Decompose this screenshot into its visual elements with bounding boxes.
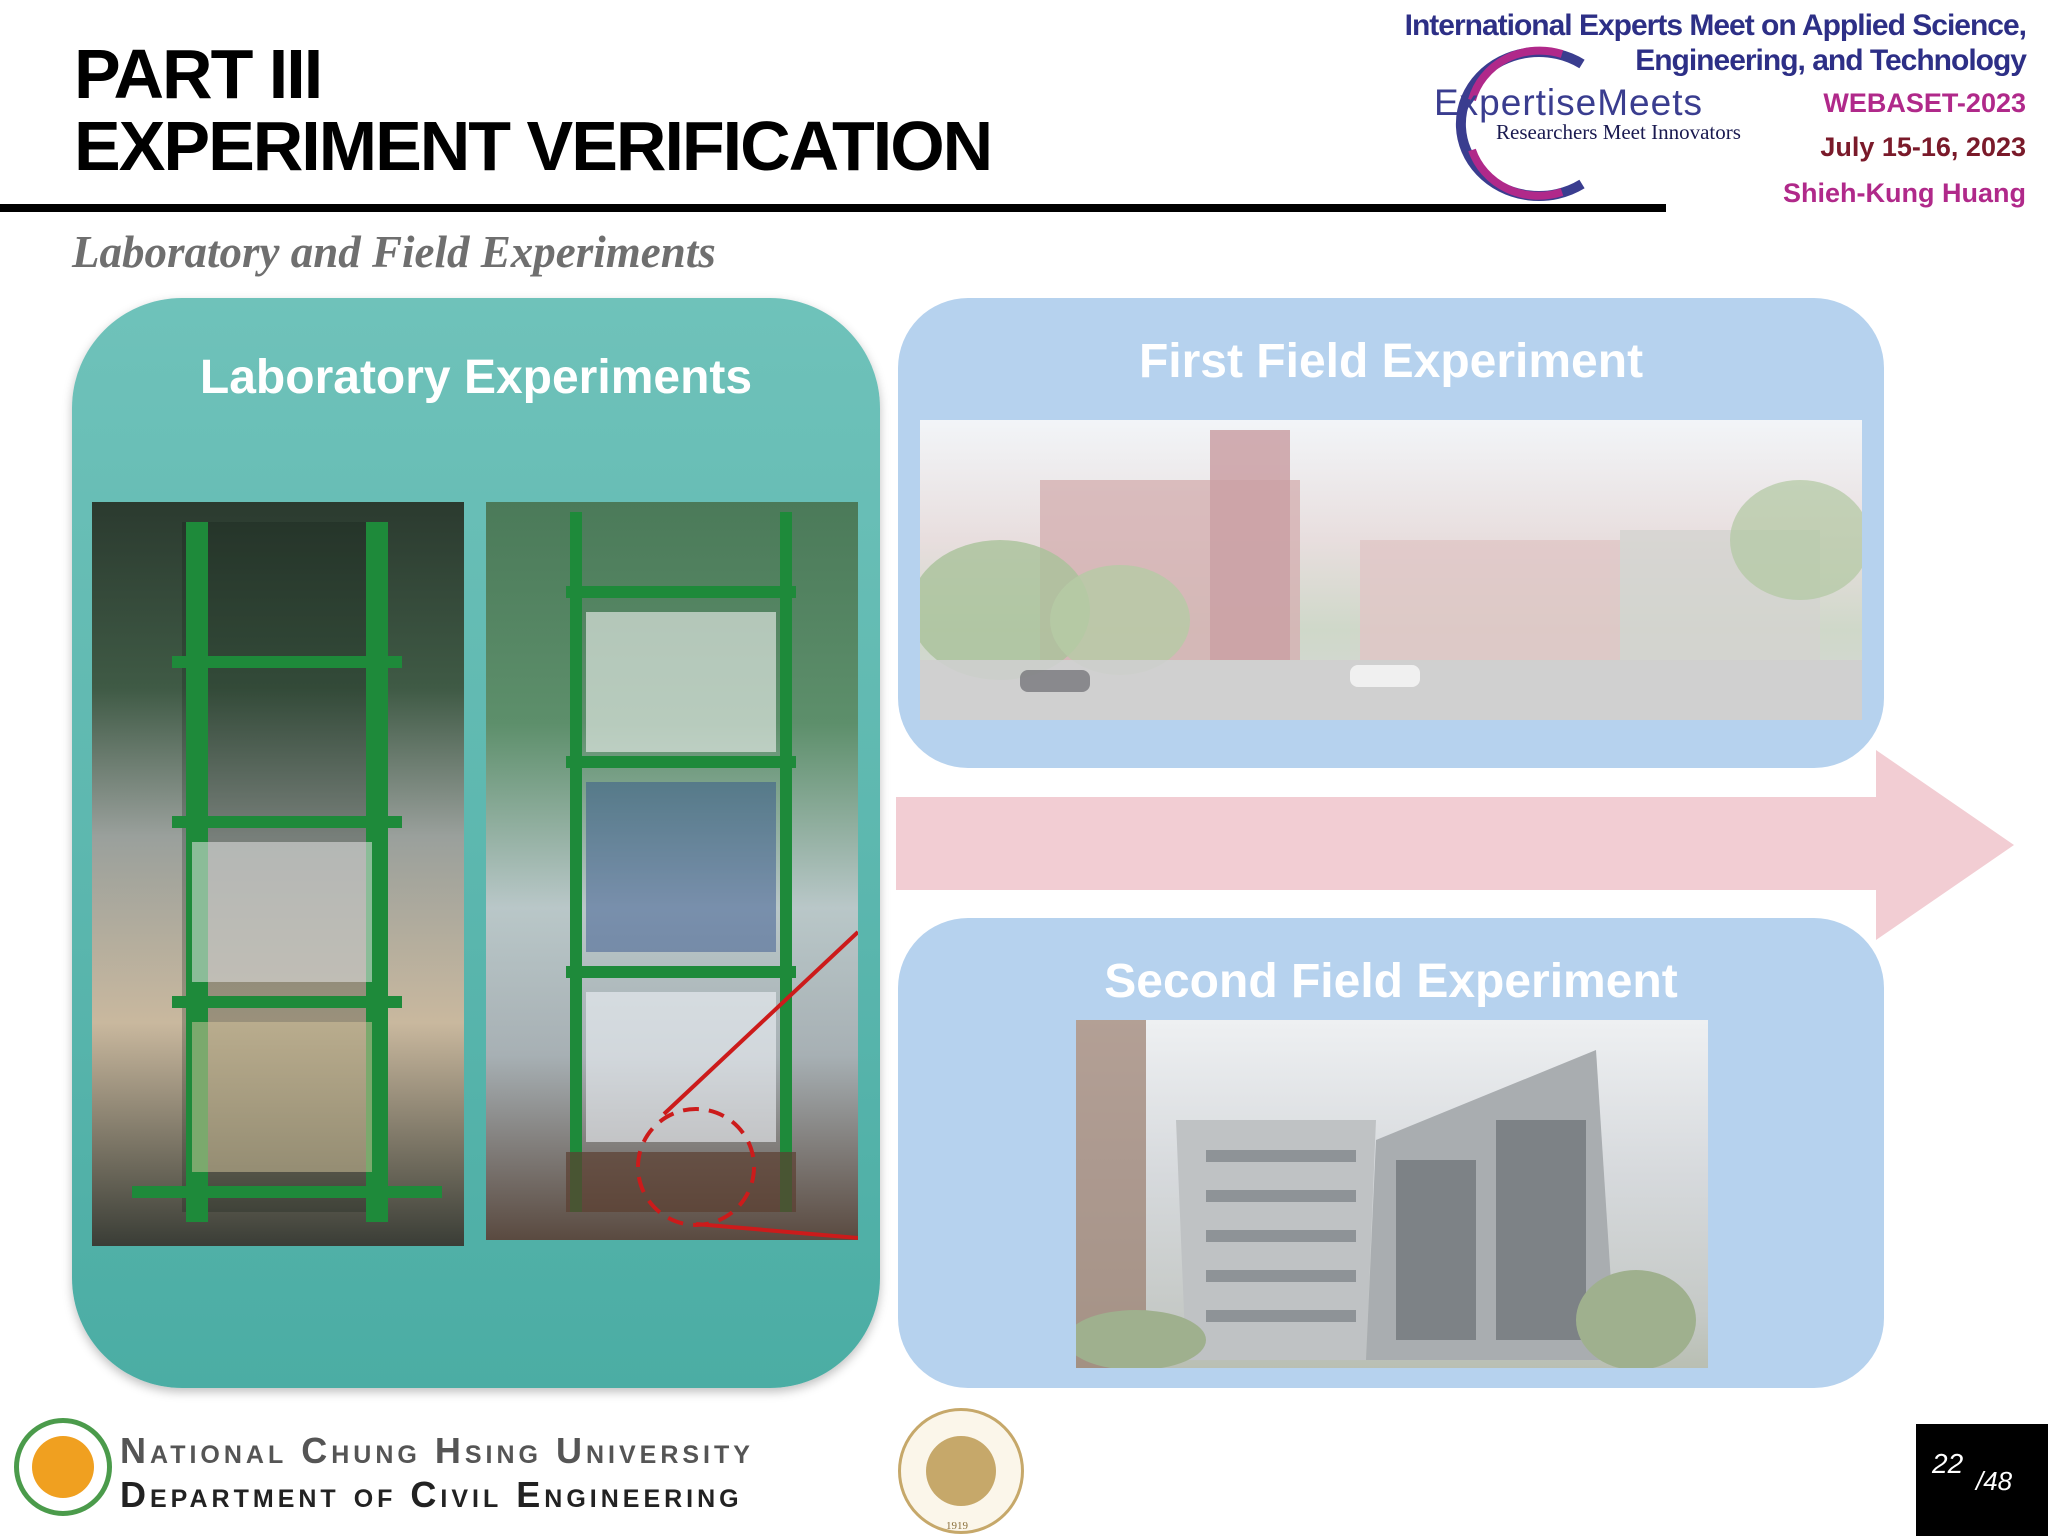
university-seal-emblem: [926, 1436, 996, 1506]
university-seal-icon: [898, 1408, 1024, 1534]
steel-frame-left-image: [132, 522, 442, 1222]
slide-subtitle: Laboratory and Field Experiments: [72, 227, 716, 277]
expertisemeets-logo-icon: [1455, 46, 1585, 201]
steel-frame-right-image: [566, 512, 860, 1240]
department-logo-emblem: [32, 1436, 94, 1498]
seal-year: 1919: [946, 1520, 968, 1532]
title-divider: [0, 204, 1666, 212]
conference-name-line-2: Engineering, and Technology: [1635, 44, 2027, 77]
page-number-box: [1916, 1424, 2048, 1536]
event-date: July 15-16, 2023: [1820, 132, 2026, 162]
second-field-heading: Second Field Experiment: [1104, 955, 1678, 1008]
brand-name: ExpertiseMeets: [1434, 82, 1703, 123]
second-field-photo: [1066, 1020, 1708, 1370]
highrise-building-image: [1066, 1020, 1696, 1370]
event-name: WEBASET-2023: [1823, 88, 2026, 118]
first-field-heading: First Field Experiment: [1138, 335, 1644, 388]
laboratory-heading: Laboratory Experiments: [199, 351, 753, 404]
brand-tagline: Researchers Meet Innovators: [1496, 120, 1741, 144]
title-line-1: PART III: [74, 35, 323, 113]
slide-title: PART III EXPERIMENT VERIFICATION: [74, 35, 993, 185]
title-line-2: EXPERIMENT VERIFICATION: [74, 107, 993, 185]
page-total: /48: [1976, 1466, 2013, 1496]
lab-photo-left: [92, 502, 464, 1246]
page-current: 22: [1932, 1448, 1964, 1479]
conference-name: International Experts Meet on Applied Sc…: [1404, 8, 2027, 78]
right-arrow-icon: [896, 750, 2014, 940]
lab-photo-right: [486, 502, 860, 1240]
conference-name-line-1: International Experts Meet on Applied Sc…: [1404, 9, 2027, 42]
department-name: Department of Civil Engineering: [120, 1474, 743, 1515]
campus-building-image: [910, 430, 1870, 720]
department-logo-icon: [14, 1418, 112, 1516]
university-name: National Chung Hsing University: [120, 1430, 754, 1471]
author-name: Shieh-Kung Huang: [1783, 178, 2026, 208]
first-field-photo: [910, 420, 1870, 720]
